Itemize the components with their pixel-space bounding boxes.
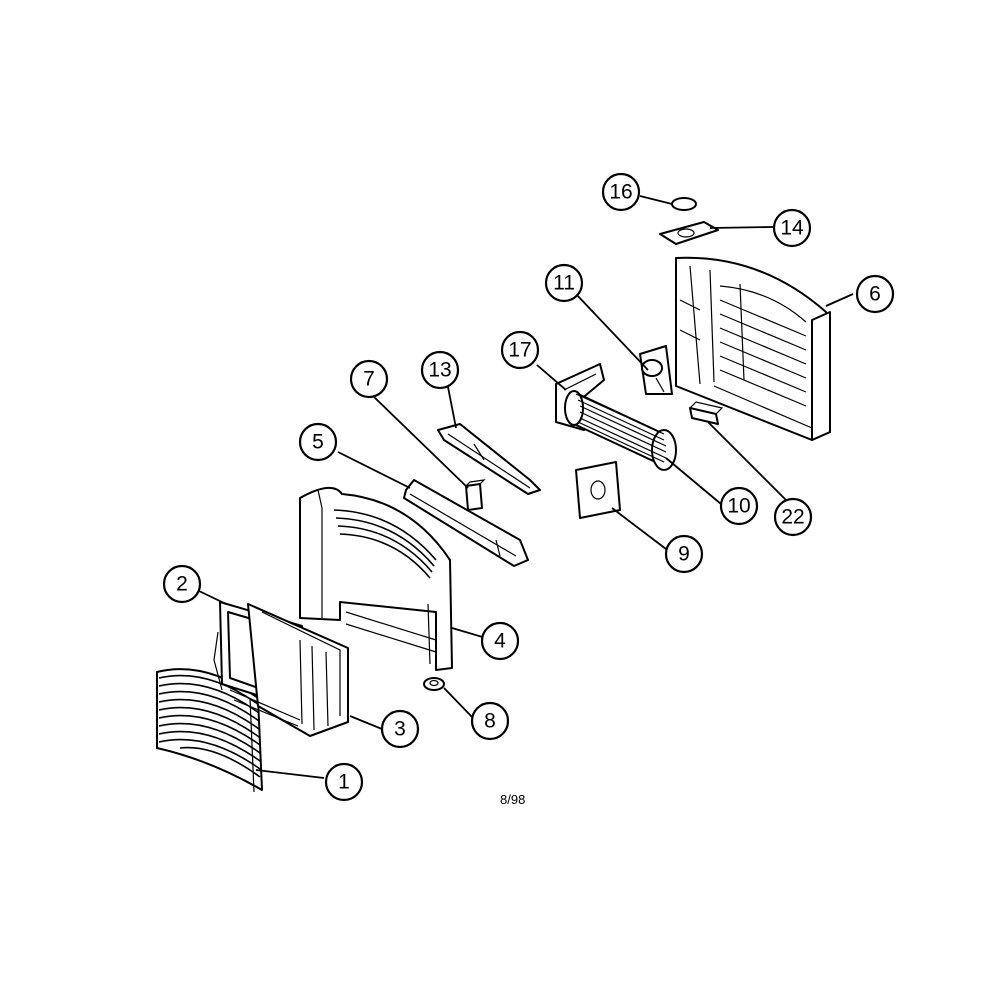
callout-13: 13 (422, 352, 458, 388)
callout-11: 11 (546, 265, 582, 301)
callout-1-label: 1 (338, 771, 350, 794)
callout-2: 2 (164, 566, 200, 602)
callout-4: 4 (482, 623, 518, 659)
callout-17: 17 (502, 332, 538, 368)
callout-9: 9 (666, 536, 702, 572)
callout-5-label: 5 (312, 431, 324, 454)
callout-3-label: 3 (394, 718, 406, 741)
cap-drawing (672, 198, 696, 210)
callout-7: 7 (351, 361, 387, 397)
callout-2-label: 2 (176, 573, 188, 596)
switch-block-drawing (690, 402, 722, 424)
callout-7-label: 7 (363, 368, 375, 391)
callout-6: 6 (857, 276, 893, 312)
baffle-drawing (438, 424, 540, 494)
callout-14-label: 14 (780, 217, 804, 240)
callout-8-label: 8 (484, 710, 496, 733)
callout-1: 1 (326, 764, 362, 800)
foot-drawing (424, 678, 444, 690)
motor-mount-drawing (640, 346, 672, 394)
top-plate-drawing (660, 222, 718, 244)
blower-wheel-drawing (565, 391, 676, 470)
callout-3: 3 (382, 711, 418, 747)
callout-17-label: 17 (508, 339, 531, 362)
callout-10: 10 (721, 488, 757, 524)
callout-14: 14 (774, 210, 810, 246)
small-block-drawing (466, 480, 484, 510)
callout-6-label: 6 (869, 283, 881, 306)
callout-13-label: 13 (428, 359, 451, 382)
callout-11-label: 11 (553, 272, 575, 295)
callout-5: 5 (300, 424, 336, 460)
callout-9-label: 9 (678, 543, 690, 566)
callout-4-label: 4 (494, 630, 506, 653)
callout-16: 16 (603, 174, 639, 210)
date-code: 8/98 (500, 792, 525, 807)
callout-10-label: 10 (727, 495, 750, 518)
callout-8: 8 (472, 703, 508, 739)
callout-22-label: 22 (781, 506, 804, 529)
callout-22: 22 (775, 499, 811, 535)
callout-16-label: 16 (609, 181, 632, 204)
